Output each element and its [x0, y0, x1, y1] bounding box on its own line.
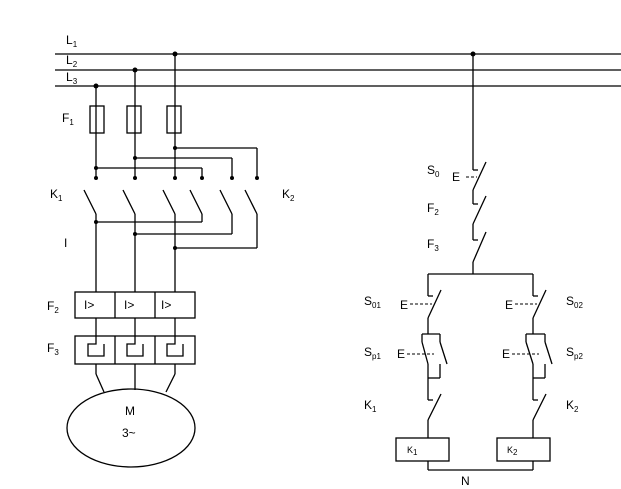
- label-Sp1: Sp1: [364, 345, 381, 361]
- k1-interlock-contact: [532, 393, 547, 421]
- s01-contact: [427, 289, 442, 319]
- thermal-elements-F3: F3: [47, 335, 196, 393]
- overload-relay-F2: I> I> I> F2: [47, 291, 196, 336]
- overload-symbol: I>: [84, 298, 94, 312]
- e-actuator: E: [502, 347, 510, 361]
- label-S02: S02: [566, 294, 583, 310]
- e-actuator: E: [397, 347, 405, 361]
- label-L1: L1: [66, 33, 78, 49]
- e-actuator: E: [505, 298, 513, 312]
- k2-contact: [244, 189, 258, 215]
- motor-phase: 3~: [122, 426, 136, 440]
- label-K2: K2: [282, 187, 295, 203]
- label-K1-control: K1: [364, 398, 377, 414]
- contactor-switches: K1 K2 I: [50, 176, 295, 292]
- label-K1: K1: [50, 187, 63, 203]
- sp2-contact: [544, 341, 553, 365]
- k2-contact: [219, 189, 233, 215]
- fuse: [166, 105, 182, 134]
- fuse-group-F1: F1: [62, 54, 182, 178]
- f2-contact: [472, 195, 487, 225]
- thermal-element: [87, 336, 105, 357]
- k2-contact: [189, 189, 203, 215]
- label-L3: L3: [66, 70, 78, 86]
- sp1-contact: [439, 341, 448, 365]
- k2-supply-cross: [94, 146, 258, 178]
- label-Sp2: Sp2: [566, 345, 583, 361]
- sp2-contact: [525, 341, 534, 365]
- supply-lines: L1 L2 L3: [55, 33, 621, 89]
- thermal-element: [166, 336, 184, 357]
- k1-contact: [162, 189, 176, 215]
- label-S0: S0: [427, 163, 440, 179]
- sp1-contact: [421, 341, 429, 365]
- label-L2: L2: [66, 53, 78, 69]
- k1-contact: [122, 189, 136, 215]
- coil-K1: [395, 437, 450, 462]
- label-F1: F1: [62, 111, 74, 127]
- control-circuit: E S0 F2 F3 E S01 E Sp1: [364, 51, 583, 488]
- label-K2-control: K2: [566, 398, 579, 414]
- coil-K1-label: K1: [407, 445, 418, 457]
- motor-label: M: [125, 404, 135, 418]
- overload-symbol: I>: [124, 298, 134, 312]
- s02-contact: [532, 289, 547, 319]
- s0-contact: [472, 161, 487, 191]
- label-I: I: [64, 236, 67, 250]
- k1-contact: [83, 189, 97, 215]
- f3-contact: [472, 231, 487, 263]
- label-F3: F3: [47, 341, 59, 357]
- motor: M 3~: [66, 388, 196, 468]
- thermal-element: [126, 336, 144, 357]
- coil-K2: [496, 437, 551, 462]
- fuse: [126, 105, 142, 134]
- label-S01: S01: [364, 294, 381, 310]
- motor-circle: [66, 388, 196, 468]
- e-actuator: E: [400, 298, 408, 312]
- label-F2: F2: [47, 299, 59, 315]
- label-F2-control: F2: [427, 201, 439, 217]
- fuse: [89, 105, 105, 134]
- label-N: N: [461, 474, 470, 488]
- overload-symbol: I>: [161, 298, 171, 312]
- coil-K2-label: K2: [507, 445, 518, 457]
- label-F3-control: F3: [427, 237, 439, 253]
- k2-interlock-contact: [427, 393, 442, 421]
- e-actuator: E: [452, 170, 460, 184]
